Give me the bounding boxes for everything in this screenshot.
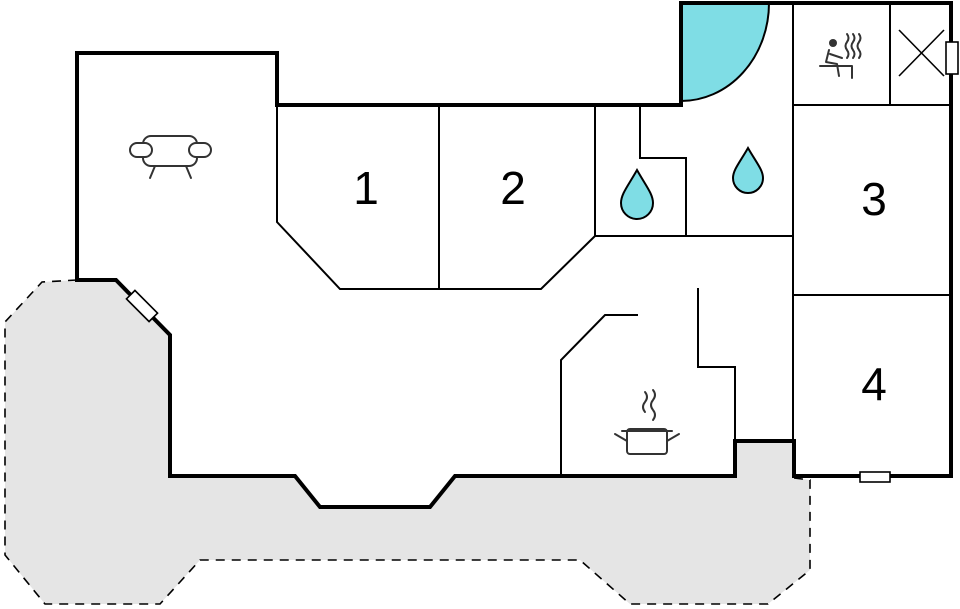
terrace-door: [125, 289, 159, 323]
sofa-icon: [129, 135, 212, 179]
bedroom-4-window: [859, 471, 891, 483]
room-label-4: 4: [861, 358, 887, 410]
room-label-1: 1: [353, 162, 379, 214]
cross-icon: [898, 29, 945, 77]
exterior-walls: [75, 1, 953, 509]
cooking-pot-icon: [614, 389, 680, 455]
technical-room-window: [945, 41, 959, 75]
water-drop-icon: [731, 145, 765, 194]
room-label-3: 3: [861, 173, 887, 225]
hot-tub: [680, 2, 771, 103]
interior-walls: [276, 3, 951, 476]
water-drop-icon: [619, 167, 655, 220]
room-label-2: 2: [500, 162, 526, 214]
sauna-icon: [819, 33, 862, 79]
house-floor: [77, 3, 951, 507]
